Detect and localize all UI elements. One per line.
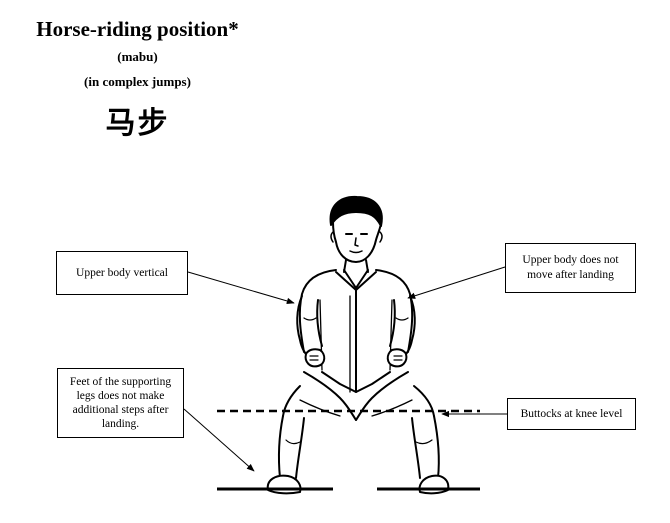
head <box>329 195 383 263</box>
pinyin-subtitle: (mabu) <box>117 49 158 64</box>
callout-upper-body-no-move: Upper body does not move after landing <box>505 243 636 293</box>
callout-feet-no-steps: Feet of the supporting legs does not mak… <box>57 368 184 438</box>
arrow-upper-body-no-move <box>407 266 506 299</box>
callout-buttocks-knee-level-text: Buttocks at knee level <box>520 407 623 420</box>
callout-buttocks-knee-level: Buttocks at knee level <box>507 398 636 430</box>
callout-upper-body-vertical: Upper body vertical <box>56 251 188 295</box>
page-title: Horse-riding position* <box>36 17 239 41</box>
arrow-upper-body-vertical <box>187 271 295 305</box>
arrow-feet-no-steps <box>183 408 255 472</box>
callout-upper-body-no-move-text: Upper body does not move after landing <box>522 254 619 281</box>
chinese-title: 马步 <box>105 106 170 141</box>
callout-upper-body-vertical-text: Upper body vertical <box>76 266 168 279</box>
context-subtitle: (in complex jumps) <box>84 74 191 89</box>
callout-feet-no-steps-text: Feet of the supporting legs does not mak… <box>69 376 172 430</box>
arms <box>296 295 416 368</box>
